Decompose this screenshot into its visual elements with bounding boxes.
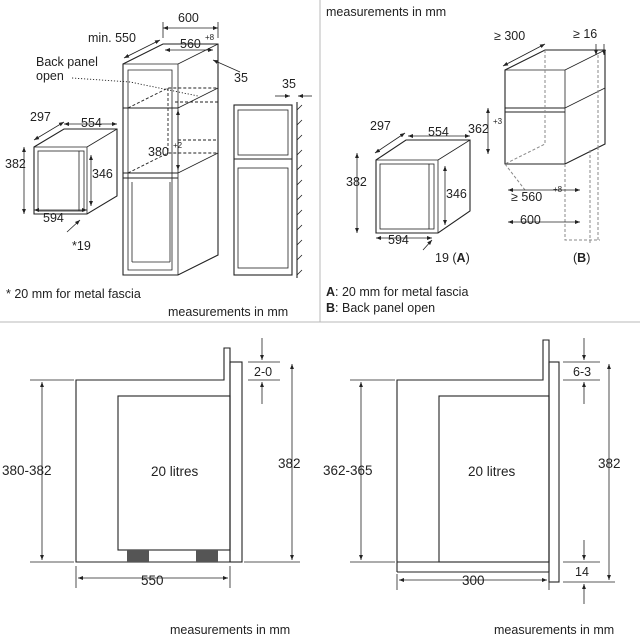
back-panel-label-line2: open (36, 69, 64, 83)
dim-35-side-label: 35 (282, 77, 296, 91)
panel-top-left: 600 min. 550 560 +8 35 Back panel open 3… (5, 11, 312, 319)
dim-380-382-label: 380-382 (2, 463, 52, 478)
marker-A-label: A (457, 251, 466, 265)
dim-6-3-label: 6-3 (573, 365, 591, 379)
footnote-metal-fascia: * 20 mm for metal fascia (6, 287, 141, 301)
legend-B-text: : Back panel open (335, 301, 435, 315)
svg-text:19 (A): 19 (A) (435, 251, 470, 265)
dim-297-tr-label: 297 (370, 119, 391, 133)
marker-B-open: ( (573, 251, 578, 265)
foot-right (196, 550, 218, 562)
dim-550-label: 550 (141, 573, 164, 588)
dim-600-label: 600 (178, 11, 199, 25)
dim-554-label: 554 (81, 116, 102, 130)
legend-B-key: B (326, 301, 335, 315)
dim-35-cabinet-label: 35 (234, 71, 248, 85)
dim-star19-label: *19 (72, 239, 91, 253)
marker-B-label: B (577, 251, 586, 265)
cabinet-section (75, 347, 231, 563)
dim-14-label: 14 (575, 565, 589, 579)
legend-A-key: A (326, 285, 335, 299)
wall-cabinet-section (396, 339, 550, 572)
dim-ge560-superscript: +8 (553, 185, 563, 194)
dim-382-bl-label: 382 (278, 456, 301, 471)
capacity-label-br: 20 litres (468, 464, 516, 479)
svg-text:A: 20 mm for metal fascia: A: 20 mm for metal fascia (326, 285, 468, 299)
panel-top-right: measurements in mm ≥ 300 ≥ 16 362 +3 (326, 5, 606, 315)
legend-A-text: : 20 mm for metal fascia (335, 285, 468, 299)
foot-left (127, 550, 149, 562)
dim-362-365-label: 362-365 (323, 463, 373, 478)
microwave-body-br (438, 395, 550, 563)
dim-382-tr-label: 382 (346, 175, 367, 189)
microwave-front-panel (229, 361, 243, 563)
dim-ge560-label: ≥ 560 (511, 190, 542, 204)
dim-300-label: 300 (462, 573, 485, 588)
dim-297-label: 297 (30, 110, 51, 124)
svg-text:(B): (B) (573, 251, 590, 265)
capacity-label-bl: 20 litres (151, 464, 199, 479)
wall-cabinet (504, 49, 606, 165)
measurements-label-tr: measurements in mm (326, 5, 446, 19)
dim-2-0-label: 2-0 (254, 365, 272, 379)
dim-ge16-label: ≥ 16 (573, 27, 597, 41)
microwave-front-panel-br (548, 361, 560, 583)
dim-560-superscript: +8 (205, 33, 215, 42)
panel-bottom-right: 20 litres 362-365 6-3 382 14 300 measure… (323, 338, 621, 637)
panel-bottom-left: 20 litres 380-382 2-0 382 550 measuremen… (2, 338, 301, 637)
cabinet-side-view (233, 102, 303, 278)
dim-362-superscript: +3 (493, 117, 503, 126)
dim-346-label: 346 (92, 167, 113, 181)
dim-380-label: 380 (148, 145, 169, 159)
dim-560-label: 560 (180, 37, 201, 51)
dim-ge300-label: ≥ 300 (494, 29, 525, 43)
dim-346-tr-label: 346 (446, 187, 467, 201)
dim-380-superscript: +2 (173, 141, 183, 150)
back-panel-label-line1: Back panel (36, 55, 98, 69)
measurements-label-tl: measurements in mm (168, 305, 288, 319)
svg-text:B: Back panel open: B: Back panel open (326, 301, 435, 315)
dim-362-label: 362 (468, 122, 489, 136)
dim-600-tr-label: 600 (520, 213, 541, 227)
measurements-label-br: measurements in mm (494, 623, 614, 637)
dim-594-label: 594 (43, 211, 64, 225)
dim-19-label: 19 ( (435, 251, 457, 265)
dim-min550-label: min. 550 (88, 31, 136, 45)
dim-382-br-label: 382 (598, 456, 621, 471)
measurements-label-bl: measurements in mm (170, 623, 290, 637)
microwave-oven-tr (375, 139, 471, 234)
dim-594-tr-label: 594 (388, 233, 409, 247)
dim-554-tr-label: 554 (428, 125, 449, 139)
marker-B-close: ) (586, 251, 590, 265)
marker-A-close: ) (466, 251, 470, 265)
tall-cabinet (122, 43, 219, 276)
dim-382-label: 382 (5, 157, 26, 171)
